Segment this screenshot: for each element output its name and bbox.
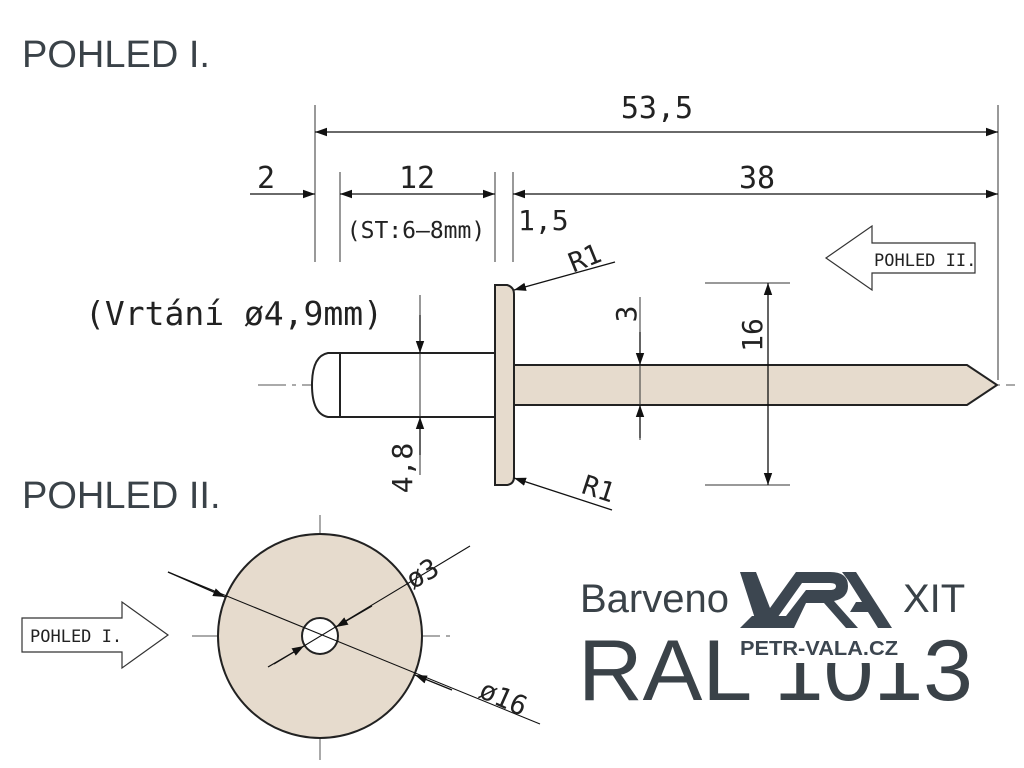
- color-label-line1-suffix: XIT: [903, 577, 965, 621]
- color-label-line1: Barveno: [580, 577, 729, 621]
- rivet-shank: [339, 352, 496, 418]
- rivet-side-view: [310, 284, 999, 486]
- dim-grip-length: 12: [399, 161, 435, 196]
- view2-title: POHLED II.: [22, 475, 221, 517]
- dim-total-length: 53,5: [621, 91, 693, 126]
- dim-head-offset: 2: [257, 161, 275, 196]
- dim-drilling-note: (Vrtání ø4,9mm): [85, 294, 383, 333]
- dim-radius-top: R1: [564, 238, 606, 279]
- watermark-logo: PETR-VALA.CZ: [736, 568, 904, 663]
- dim-mandrel-length: 38: [739, 161, 775, 196]
- dim-body-diameter: 4,8: [386, 443, 419, 494]
- view1-title: POHLED I.: [22, 34, 210, 76]
- dim-mandrel-diameter: 3: [610, 306, 643, 323]
- rivet-flange: [494, 284, 515, 486]
- view2-direction-arrow: POHLED II.: [824, 224, 976, 292]
- dim-flange-thickness: 1,5: [518, 204, 569, 237]
- rivet-dome: [310, 352, 341, 418]
- dim-head-diameter: 16: [736, 318, 769, 352]
- rivet-front-view: ø3 ø16: [167, 515, 541, 760]
- view1-arrow-label: POHLED I.: [30, 627, 122, 647]
- dimension-lines: [250, 127, 998, 511]
- view2-arrow-label: POHLED II.: [874, 251, 976, 271]
- dim-radius-bottom: R1: [578, 470, 619, 510]
- logo-mark-a: [842, 572, 892, 628]
- view1-direction-arrow: POHLED I.: [21, 600, 170, 670]
- leader-radius-top: [513, 261, 616, 291]
- logo-mark: [740, 572, 858, 628]
- leader-radius-bottom: [513, 477, 613, 511]
- rivet-mandrel: [513, 364, 999, 406]
- watermark-url: PETR-VALA.CZ: [740, 638, 898, 660]
- dim-grip-range: (ST:6–8mm): [347, 218, 485, 244]
- dim-view2-outer-diameter: ø16: [475, 675, 532, 723]
